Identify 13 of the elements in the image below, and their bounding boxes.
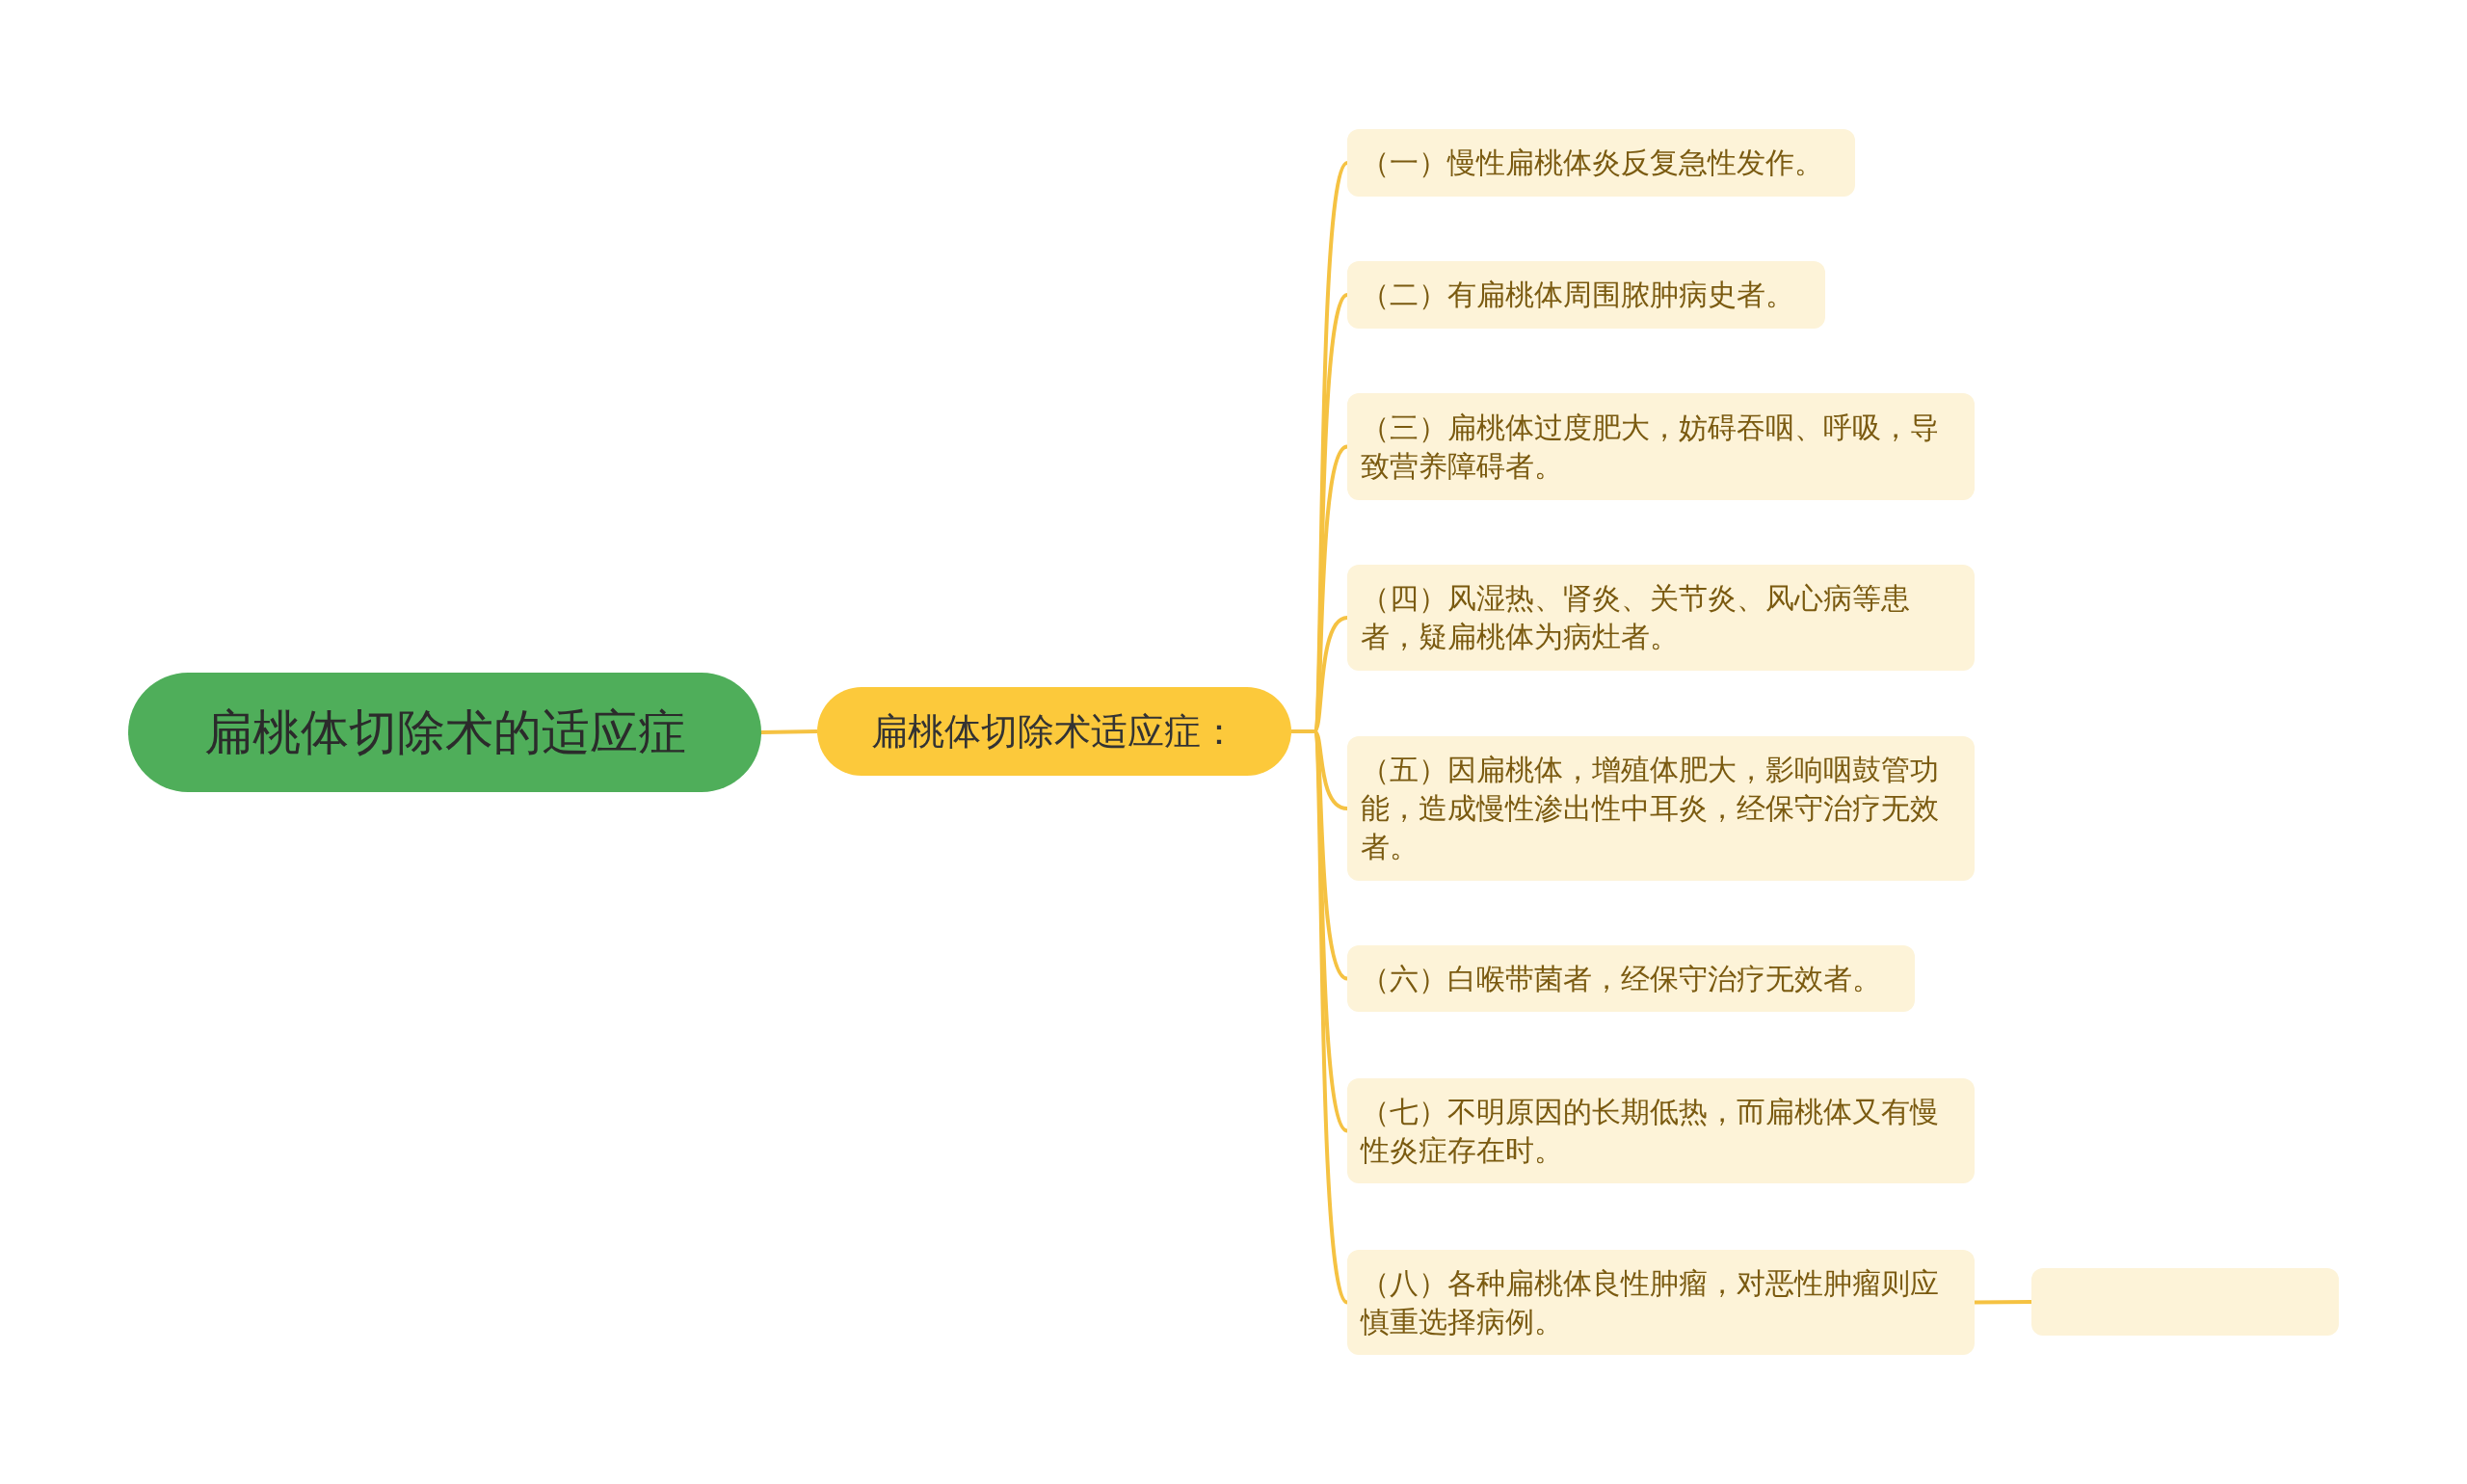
item-box: （二）有扁桃体周围脓肿病史者。 <box>1347 261 1825 329</box>
connector-line <box>760 729 818 734</box>
topic-pill: 扁桃体切除术的适应症 <box>128 673 761 792</box>
item-box: （七）不明原因的长期低热，而扁桃体又有慢性炎症存在时。 <box>1347 1078 1975 1183</box>
empty-box <box>2031 1268 2339 1336</box>
item-box: （五）因扁桃体，增殖体肥大，影响咽鼓管功能，造成慢性渗出性中耳炎，经保守治疗无效者。 <box>1347 736 1975 881</box>
item-box: （一）慢性扁桃体炎反复急性发作。 <box>1347 129 1855 197</box>
item-box: （六）白喉带菌者，经保守治疗无效者。 <box>1347 945 1915 1012</box>
subtopic-pill: 扁桃体切除术适应症： <box>817 687 1291 776</box>
connector-line <box>1975 1300 2032 1305</box>
item-box: （八）各种扁桃体良性肿瘤，对恶性肿瘤则应慎重选择病例。 <box>1347 1250 1975 1355</box>
item-box: （四）风湿热、肾炎、关节炎、风心病等患者，疑扁桃体为病灶者。 <box>1347 565 1975 671</box>
item-box: （三）扁桃体过度肥大，妨碍吞咽、呼吸，导致营养障碍者。 <box>1347 393 1975 500</box>
